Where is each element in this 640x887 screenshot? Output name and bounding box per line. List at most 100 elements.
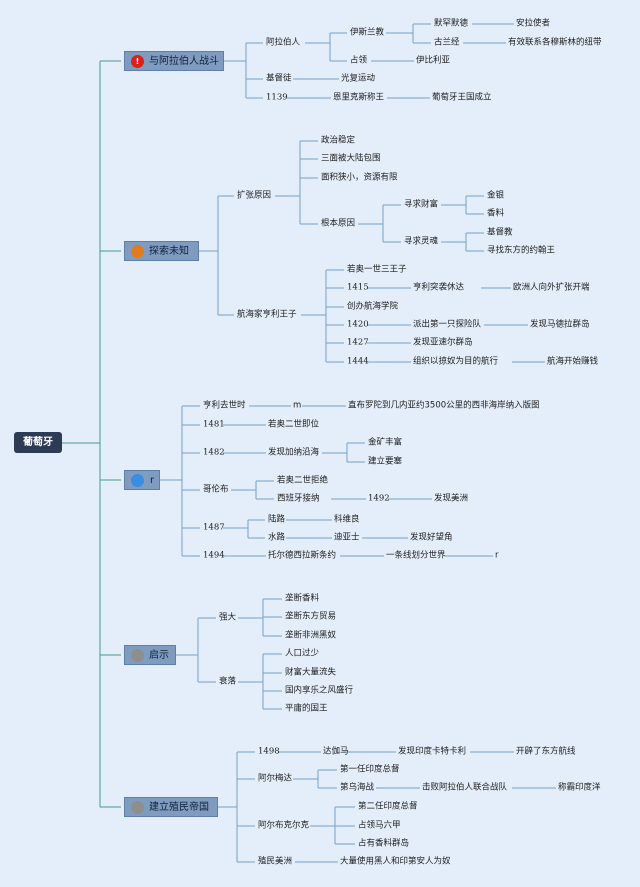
node-christian[interactable]: 基督徒: [266, 73, 292, 84]
node-mono-trade[interactable]: 垄断东方贸易: [285, 611, 337, 622]
node-1444[interactable]: 1444: [347, 356, 369, 367]
node-joao2[interactable]: 若奥二世即位: [268, 419, 320, 430]
node-spice[interactable]: 香料: [487, 208, 505, 219]
node-islam[interactable]: 伊斯兰教: [350, 27, 385, 38]
node-defeat-arab[interactable]: 击败阿拉伯人联合战队: [422, 782, 508, 793]
node-prester[interactable]: 寻找东方的约翰王: [487, 245, 556, 256]
node-luxury[interactable]: 国内享乐之风盛行: [285, 685, 354, 696]
node-political[interactable]: 政治稳定: [321, 135, 356, 146]
node-wealth-loss[interactable]: 财富大量流失: [285, 667, 337, 678]
node-europe-expand[interactable]: 欧洲人向外扩张开端: [513, 282, 590, 293]
node-almeida[interactable]: 阿尔梅达: [258, 773, 293, 784]
node-fortress[interactable]: 建立要塞: [368, 456, 403, 467]
node-dias[interactable]: 迪亚士: [334, 532, 360, 543]
node-1415[interactable]: 1415: [347, 282, 369, 293]
node-1139[interactable]: 1139: [266, 92, 288, 103]
node-population[interactable]: 人口过少: [285, 648, 320, 659]
node-quran-note[interactable]: 有效联系各穆斯林的纽带: [508, 37, 602, 48]
gray-dot-icon: [131, 801, 144, 814]
node-cape[interactable]: 发现好望角: [410, 532, 453, 543]
node-messenger[interactable]: 安拉使者: [516, 18, 551, 29]
orange-dot-icon: [131, 245, 144, 258]
node-1427[interactable]: 1427: [347, 337, 369, 348]
node-mediocre-king[interactable]: 平庸的国王: [285, 703, 328, 714]
node-christianity[interactable]: 基督教: [487, 227, 513, 238]
node-1498[interactable]: 1498: [258, 746, 280, 757]
node-slave-voyage[interactable]: 组织以掠奴为目的航行: [413, 356, 499, 367]
node-coast-territory[interactable]: 直布罗陀到几内亚约3500公里的西非海岸纳入版图: [348, 400, 540, 411]
node-gold[interactable]: 金银: [487, 190, 505, 201]
node-mono-slave[interactable]: 垄断非洲黑奴: [285, 630, 337, 641]
node-iberia[interactable]: 伊比利亚: [416, 55, 451, 66]
root-node[interactable]: 葡萄牙: [14, 432, 62, 453]
node-wealth[interactable]: 寻求财富: [404, 199, 439, 210]
node-1481[interactable]: 1481: [203, 419, 225, 430]
node-gold-coast[interactable]: 发现加纳沿海: [268, 447, 320, 458]
node-third-prince[interactable]: 若奥一世三王子: [347, 264, 407, 275]
node-calicut[interactable]: 发现印度卡特卡利: [398, 746, 467, 757]
node-viceroy1[interactable]: 第一任印度总督: [340, 764, 400, 775]
node-henry[interactable]: 航海家亨利王子: [237, 309, 297, 320]
node-one-line[interactable]: 一条线划分世界: [386, 550, 446, 561]
node-dominate[interactable]: 称霸印度洋: [558, 782, 601, 793]
node-1492[interactable]: 1492: [368, 493, 390, 504]
node-strong[interactable]: 强大: [219, 612, 237, 623]
node-soul[interactable]: 寻求灵魂: [404, 236, 439, 247]
node-muhammad[interactable]: 默罕默德: [434, 18, 469, 29]
node-viceroy2[interactable]: 第二任印度总督: [358, 801, 418, 812]
node-joao2-refuse[interactable]: 若奥二世拒绝: [277, 475, 329, 486]
node-madeira[interactable]: 发现马德拉群岛: [530, 319, 590, 330]
node-profit[interactable]: 航海开始赚钱: [547, 356, 599, 367]
node-small-land[interactable]: 面积狭小，资源有限: [321, 172, 398, 183]
node-land-route[interactable]: 陆路: [268, 514, 286, 525]
node-gold-rich[interactable]: 金矿丰富: [368, 437, 403, 448]
node-east-route[interactable]: 开辟了东方航线: [516, 746, 576, 757]
node-columbus[interactable]: 哥伦布: [203, 484, 229, 495]
node-mono-spice[interactable]: 垄断香料: [285, 593, 320, 604]
node-spice-islands[interactable]: 占有香料群岛: [358, 838, 410, 849]
branch-label: 建立殖民帝国: [149, 802, 209, 813]
node-azores[interactable]: 发现亚速尔群岛: [413, 337, 473, 348]
node-surrounded[interactable]: 三面被大陆包围: [321, 153, 381, 164]
branch-explore[interactable]: 探索未知: [124, 241, 199, 261]
node-spain-accept[interactable]: 西班牙接纳: [277, 493, 320, 504]
node-m[interactable]: m: [293, 400, 302, 411]
node-reconquista[interactable]: 光复运动: [341, 73, 376, 84]
node-gama[interactable]: 达伽马: [323, 746, 349, 757]
node-kingdom[interactable]: 葡萄牙王国成立: [432, 92, 492, 103]
node-quran[interactable]: 古兰经: [434, 37, 460, 48]
node-henry-death[interactable]: 亨利去世时: [203, 400, 246, 411]
node-1420[interactable]: 1420: [347, 319, 369, 330]
node-tordesillas[interactable]: 托尔德西拉斯条约: [268, 550, 337, 561]
node-school[interactable]: 创办航海学院: [347, 301, 399, 312]
node-slaves[interactable]: 大量使用黑人和印第安人为奴: [340, 856, 451, 867]
node-america[interactable]: 发现美洲: [434, 493, 469, 504]
node-diu[interactable]: 第乌海战: [340, 782, 375, 793]
node-sea-route[interactable]: 水路: [268, 532, 286, 543]
branch-r[interactable]: r: [124, 470, 160, 490]
node-enrique-king[interactable]: 恩里克斯称王: [333, 92, 385, 103]
node-r[interactable]: r: [495, 550, 499, 561]
node-decline[interactable]: 衰落: [219, 676, 237, 687]
node-arab[interactable]: 阿拉伯人: [266, 37, 301, 48]
node-1494[interactable]: 1494: [203, 550, 225, 561]
blue-dot-icon: [131, 474, 144, 487]
node-first-team[interactable]: 派出第一只探险队: [413, 319, 482, 330]
branch-label: 探索未知: [149, 246, 189, 257]
node-root-reason[interactable]: 根本原因: [321, 218, 356, 229]
node-albuquerque[interactable]: 阿尔布克尔克: [258, 820, 310, 831]
node-malacca[interactable]: 占领马六甲: [358, 820, 401, 831]
node-colony-america[interactable]: 殖民美洲: [258, 856, 293, 867]
branch-label: r: [150, 475, 155, 486]
branch-colonial-empire[interactable]: 建立殖民帝国: [124, 797, 218, 817]
node-occupy[interactable]: 占领: [350, 55, 368, 66]
branch-lessons[interactable]: 启示: [124, 645, 176, 665]
node-covilha[interactable]: 科维良: [334, 514, 360, 525]
branch-label: 与阿拉伯人战斗: [149, 56, 219, 67]
node-1482[interactable]: 1482: [203, 447, 225, 458]
node-expand-reason[interactable]: 扩张原因: [237, 190, 272, 201]
branch-fight-arabs[interactable]: ! 与阿拉伯人战斗: [124, 51, 224, 71]
node-1487[interactable]: 1487: [203, 522, 225, 533]
node-ceuta[interactable]: 亨利突袭休达: [413, 282, 465, 293]
